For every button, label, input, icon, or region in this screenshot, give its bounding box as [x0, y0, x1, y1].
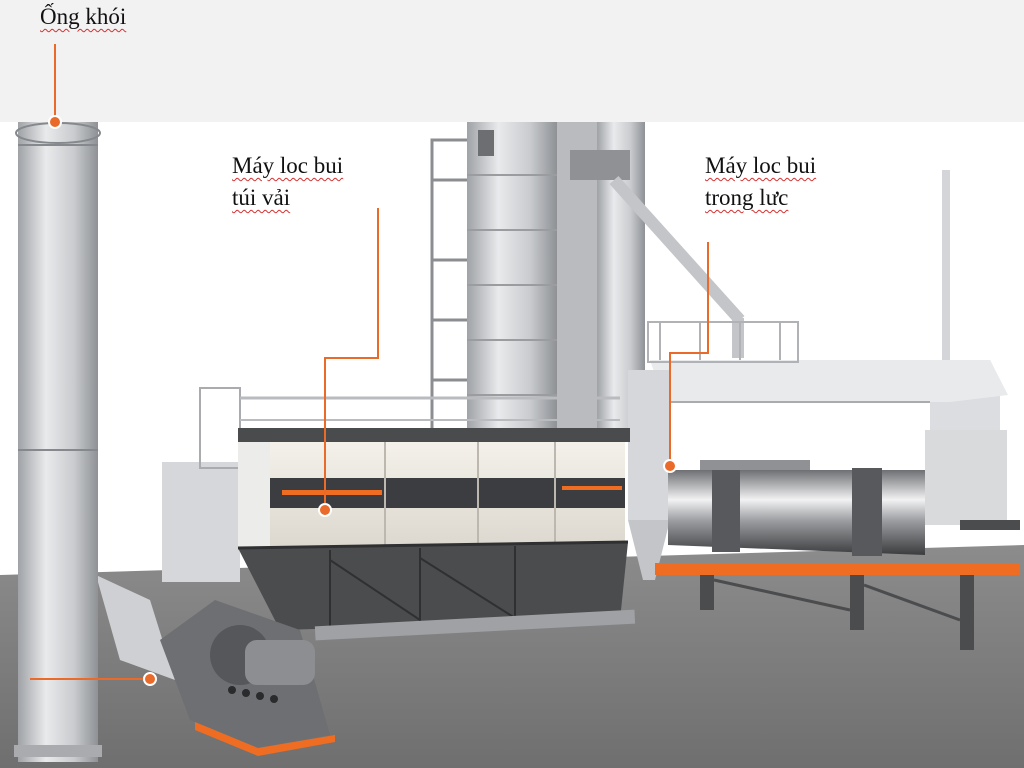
gravity-leader [669, 242, 709, 466]
chimney-marker [48, 115, 62, 129]
rotary-drum-dryer [655, 460, 1020, 650]
chimney-label-text: Ống khói [40, 4, 127, 29]
chimney [14, 122, 102, 762]
baghouse-leader [324, 208, 379, 510]
gravity-label-line1: Máy loc bui [705, 153, 817, 178]
gravity-marker [663, 459, 677, 473]
baghouse-filter [162, 387, 636, 641]
chimney-label: Ống khói [40, 1, 126, 33]
leader-lines [30, 44, 709, 680]
baghouse-marker [318, 503, 332, 517]
gravity-label-line2: trong lưc [705, 185, 789, 210]
header-band [0, 0, 1024, 122]
exhaust-pipe [942, 170, 950, 360]
fan-marker [143, 672, 157, 686]
baghouse-label-line1: Máy loc bui [232, 153, 344, 178]
leader-dots [48, 115, 677, 686]
exhaust-fan [96, 575, 335, 756]
baghouse-label-line2: túi vải [232, 185, 291, 210]
gravity-dust-collector [628, 370, 1007, 580]
silo-tower [430, 122, 745, 432]
gravity-collector-label: Máy loc bui trong lưc [705, 150, 816, 214]
baghouse-label: Máy loc bui túi vải [232, 150, 343, 214]
air-duct [647, 321, 1008, 480]
